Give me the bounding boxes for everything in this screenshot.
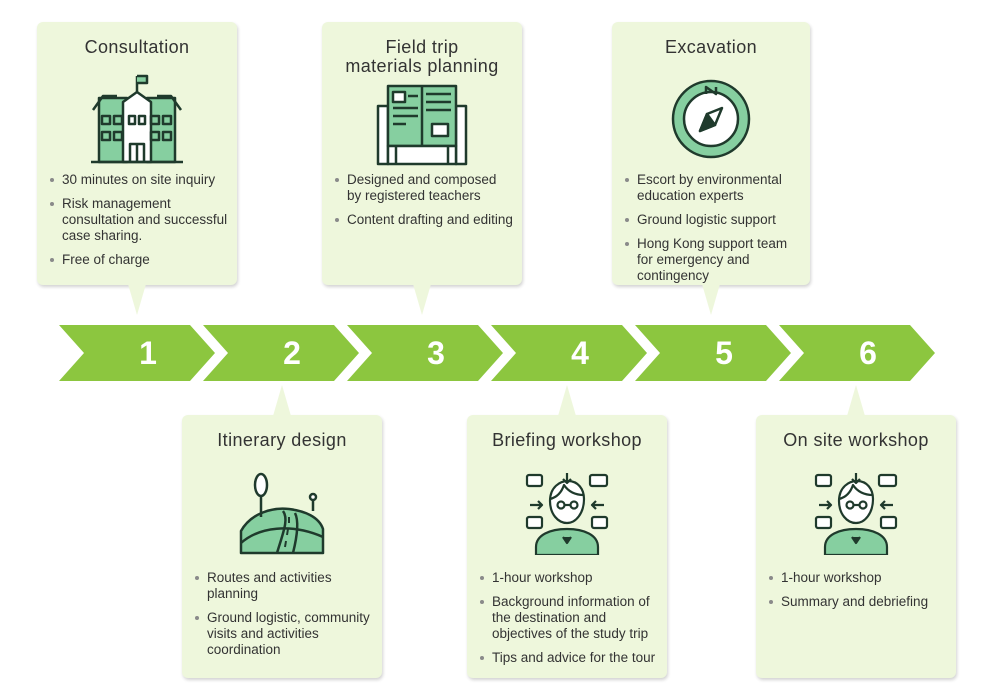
step-title-5: Excavation: [664, 37, 758, 57]
callout-pointer: [273, 385, 291, 416]
list-item: Content drafting and editing: [334, 212, 514, 228]
step-card-6: On site workshop 1-hour workshop: [756, 385, 956, 678]
list-item: 1-hour workshop: [479, 570, 659, 586]
step-points-5: Escort by environmental education expert…: [624, 172, 802, 292]
map-document-icon: [376, 84, 468, 171]
step-points-6: 1-hour workshop Summary and debriefing: [768, 570, 948, 618]
step-points-3: Designed and composed by registered teac…: [334, 172, 514, 236]
step-card-3: Field trip materials planning Designed a…: [322, 22, 522, 315]
list-item: Ground logistic support: [624, 212, 802, 228]
callout-pointer: [702, 284, 720, 315]
list-item: Tips and advice for the tour: [479, 650, 659, 666]
list-item: Background information of the destinatio…: [479, 594, 659, 642]
callout-pointer: [847, 385, 865, 416]
list-item: Ground logistic, community visits and ac…: [194, 610, 374, 658]
step-number-3: 3: [427, 334, 445, 371]
list-item: Escort by environmental education expert…: [624, 172, 802, 204]
school-building-icon: [89, 68, 185, 169]
step-title-4: Briefing workshop: [492, 430, 642, 450]
step-title-6: On site workshop: [783, 430, 929, 450]
step-chevron-4: 4: [491, 325, 647, 381]
list-item: 1-hour workshop: [768, 570, 948, 586]
timeline-arrow: 1 2 3 4 5 6: [0, 325, 1000, 381]
step-card-1: Consultation 30 minutes on site inqui: [37, 22, 237, 315]
list-item: Hong Kong support team for emergency and…: [624, 236, 802, 284]
compass-icon: [670, 78, 752, 165]
list-item: Risk management consultation and success…: [49, 196, 229, 244]
collaboration-person-icon: [813, 471, 899, 560]
step-title-1: Consultation: [84, 37, 190, 57]
step-points-2: Routes and activities planning Ground lo…: [194, 570, 374, 666]
step-title-2: Itinerary design: [217, 430, 347, 450]
step-card-4: Briefing workshop 1-hour workshop: [467, 385, 667, 678]
step-number-1: 1: [139, 334, 157, 371]
step-chevron-5: 5: [635, 325, 791, 381]
step-chevron-2: 2: [203, 325, 359, 381]
winding-road-icon: [239, 471, 325, 560]
list-item: Routes and activities planning: [194, 570, 374, 602]
callout-pointer: [558, 385, 576, 416]
list-item: Summary and debriefing: [768, 594, 948, 610]
step-card-5: Excavation Escort by environmental educa…: [612, 22, 810, 315]
collaboration-person-icon: [524, 471, 610, 560]
step-number-4: 4: [571, 334, 589, 371]
step-number-2: 2: [283, 334, 301, 371]
step-points-1: 30 minutes on site inquiry Risk manageme…: [49, 172, 229, 276]
list-item: Designed and composed by registered teac…: [334, 172, 514, 204]
step-chevron-6: 6: [779, 325, 935, 381]
step-points-4: 1-hour workshop Background information o…: [479, 570, 659, 674]
step-chevron-3: 3: [347, 325, 503, 381]
list-item: 30 minutes on site inquiry: [49, 172, 229, 188]
step-card-2: Itinerary design Routes and activities p…: [182, 385, 382, 678]
step-title-3: Field trip materials planning: [345, 37, 499, 76]
list-item: Free of charge: [49, 252, 229, 268]
callout-pointer: [128, 284, 146, 315]
callout-pointer: [413, 284, 431, 315]
step-number-6: 6: [859, 334, 877, 371]
step-number-5: 5: [715, 334, 733, 371]
step-chevron-1: 1: [59, 325, 215, 381]
